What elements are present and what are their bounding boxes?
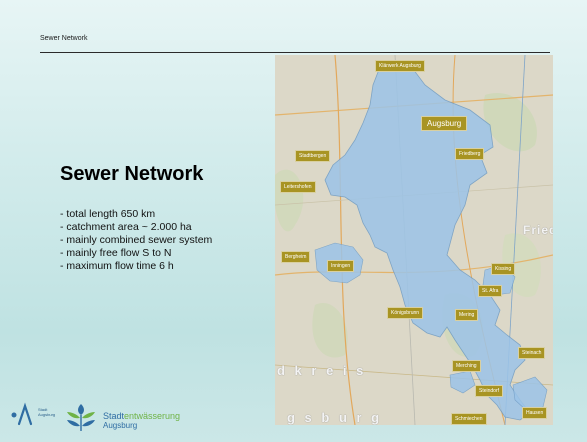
map-overlay-text-burg: g s b u r g: [287, 410, 383, 425]
map-label-inningen: Inningen: [327, 260, 355, 272]
stadtentwaesserung-emblem-icon: [67, 404, 95, 431]
map-label-bergheim: Bergheim: [281, 251, 311, 263]
slide-title: Sewer Network: [60, 163, 204, 185]
brand-city: Augsburg: [103, 421, 138, 430]
map-label-merching: Merching: [452, 360, 481, 372]
map-label-klaerwerk: Klärwerk Augsburg: [375, 60, 425, 72]
map-label-koenigsbrunn: Königsbrunn: [387, 307, 424, 319]
bullet-item: - mainly combined sewer system: [60, 234, 213, 246]
bullet-list: - total length 650 km - catchment area ~…: [60, 208, 212, 273]
bullet-item: - maximum flow time 6 h: [60, 260, 174, 272]
bullet-item: - mainly free flow S to N: [60, 247, 172, 259]
map-label-schmiechen: Schmiechen: [451, 413, 487, 425]
sewer-network-map: Klärwerk Augsburg Augsburg Stadtbergen F…: [275, 55, 553, 425]
map-label-stadtbergen: Stadtbergen: [295, 150, 331, 162]
city-logo-icon: [11, 402, 33, 426]
map-overlay-text-kreis: d k r e i s: [277, 363, 367, 378]
header-divider: [40, 52, 550, 53]
brand-name: Stadtentwässerung: [103, 411, 180, 421]
brand-name-main: Stadt: [103, 411, 125, 421]
city-logo-text: Stadt Augsburg: [38, 407, 55, 417]
slide-header-title: Sewer Network: [40, 35, 88, 42]
map-label-friedberg: Friedberg: [455, 148, 485, 160]
city-logo-text-line2: Augsburg: [38, 412, 56, 417]
bullet-item: - total length 650 km: [60, 208, 156, 220]
map-overlay-text-fried: Fried: [523, 223, 553, 237]
brand-name-accent: entwässerung: [124, 411, 181, 421]
map-label-steindorf: Steindorf: [475, 385, 504, 397]
map-label-augsburg: Augsburg: [421, 116, 468, 131]
map-label-leitershofen: Leitershofen: [280, 181, 316, 193]
map-label-mering: Mering: [455, 309, 479, 321]
map-label-kissing: Kissing: [491, 263, 516, 275]
bullet-item: - catchment area ~ 2.000 ha: [60, 221, 192, 233]
map-label-st-afra: St. Afra: [478, 285, 503, 297]
city-logo-text-line1: Stadt: [38, 407, 48, 412]
map-label-steinach: Steinach: [518, 347, 546, 359]
map-label-hausen: Hausen: [522, 407, 548, 419]
